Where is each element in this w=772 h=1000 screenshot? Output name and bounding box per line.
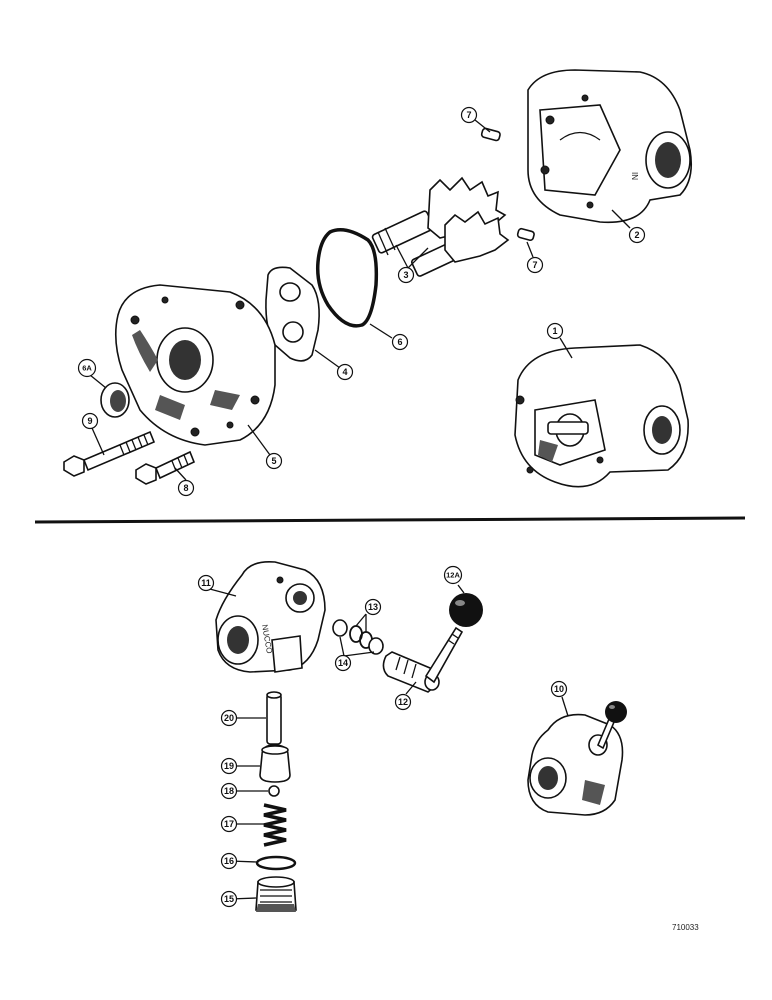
- svg-text:5: 5: [271, 456, 276, 466]
- svg-text:2: 2: [634, 230, 639, 240]
- callout-20: 20: [220, 709, 238, 727]
- assembled-pump: [514, 344, 689, 488]
- svg-text:16: 16: [224, 856, 234, 866]
- svg-text:12: 12: [398, 697, 408, 707]
- callout-16: 16: [220, 852, 238, 870]
- lever-knob: [449, 593, 483, 627]
- dowel-pin-upper: [480, 127, 501, 142]
- svg-text:17: 17: [224, 819, 234, 829]
- svg-text:1: 1: [552, 326, 557, 336]
- washer-14-a: [332, 619, 348, 637]
- svg-text:7: 7: [466, 110, 471, 120]
- svg-text:15: 15: [224, 894, 234, 904]
- callout-10: 10: [550, 680, 568, 698]
- callout-18: 18: [220, 782, 238, 800]
- callout-13: 13: [364, 598, 382, 616]
- callout-17: 17: [220, 815, 238, 833]
- callout-12a: 12A: [443, 565, 463, 585]
- pump-body: IN: [527, 69, 693, 224]
- section-divider: [34, 516, 746, 524]
- poppet: [259, 744, 291, 783]
- svg-text:3: 3: [403, 270, 408, 280]
- svg-text:8: 8: [183, 483, 188, 493]
- plunger: [266, 691, 282, 745]
- o-ring-large: [315, 228, 379, 328]
- pump-cover: [114, 284, 276, 446]
- svg-text:18: 18: [224, 786, 234, 796]
- callout-1: 1: [546, 322, 564, 340]
- check-ball: [268, 785, 280, 797]
- adjusting-plug: [255, 876, 297, 912]
- callout-4: 4: [336, 363, 354, 381]
- o-ring-small: [255, 855, 297, 871]
- in-marking: IN: [630, 172, 639, 180]
- callout-7-lower: 7: [526, 256, 544, 274]
- callout-14: 14: [334, 654, 352, 672]
- gear-set: [371, 176, 510, 277]
- relief-spring: [263, 803, 287, 847]
- svg-text:13: 13: [368, 602, 378, 612]
- svg-text:9: 9: [87, 416, 92, 426]
- callout-8: 8: [177, 479, 195, 497]
- svg-text:7: 7: [532, 260, 537, 270]
- callout-7-upper: 7: [460, 106, 478, 124]
- callout-12: 12: [394, 693, 412, 711]
- callout-9: 9: [81, 412, 99, 430]
- svg-text:4: 4: [342, 367, 347, 377]
- callout-11: 11: [197, 574, 215, 592]
- callout-19: 19: [220, 757, 238, 775]
- callout-15: 15: [220, 890, 238, 908]
- gasket-plate: [265, 266, 320, 362]
- shaft-seal: [100, 382, 130, 418]
- svg-text:10: 10: [554, 684, 564, 694]
- svg-text:19: 19: [224, 761, 234, 771]
- svg-text:12A: 12A: [446, 571, 460, 580]
- callout-6a: 6A: [77, 358, 97, 378]
- callout-2: 2: [628, 226, 646, 244]
- callout-3: 3: [397, 266, 415, 284]
- valve-body: NUCCO: [215, 560, 326, 673]
- svg-text:6: 6: [397, 337, 402, 347]
- svg-text:14: 14: [338, 658, 348, 668]
- assembled-valve: [527, 701, 627, 816]
- svg-text:6A: 6A: [82, 364, 92, 373]
- valve-spool-lever: [382, 626, 464, 693]
- dowel-pin-lower: [516, 227, 535, 242]
- callout-6: 6: [391, 333, 409, 351]
- washer-14-b: [368, 637, 384, 655]
- svg-text:20: 20: [224, 713, 234, 723]
- figure-code: 710033: [672, 923, 699, 932]
- callout-5: 5: [265, 452, 283, 470]
- long-bolt: [63, 430, 156, 477]
- short-bolt: [135, 450, 196, 485]
- svg-text:11: 11: [201, 578, 211, 588]
